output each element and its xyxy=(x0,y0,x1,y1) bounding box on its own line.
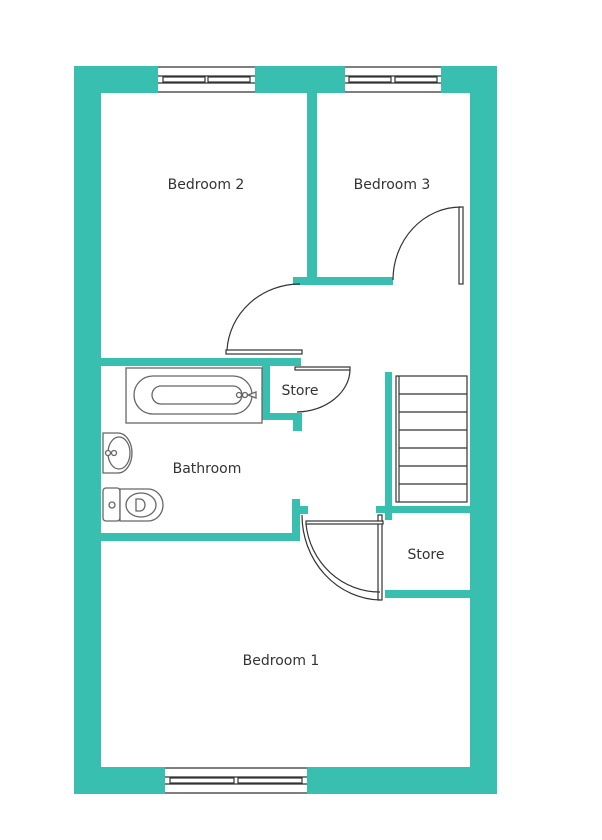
room-label-store-upper: Store xyxy=(281,383,318,399)
door-bedroom2[interactable] xyxy=(225,283,303,355)
window-bedroom2 xyxy=(158,66,255,93)
window-bedroom1 xyxy=(165,767,307,794)
room-label-store-lower: Store xyxy=(407,547,444,563)
door-bedroom3[interactable] xyxy=(392,206,464,285)
door-bedroom1[interactable] xyxy=(301,514,384,601)
room-label-bedroom3: Bedroom 3 xyxy=(354,177,431,193)
sink-icon xyxy=(102,432,133,474)
staircase xyxy=(395,375,468,503)
door-store-upper[interactable] xyxy=(294,366,351,413)
bathtub-icon xyxy=(125,367,263,424)
room-label-bedroom2: Bedroom 2 xyxy=(168,177,245,193)
window-bedroom3 xyxy=(345,66,441,93)
room-label-bathroom: Bathroom xyxy=(173,461,242,477)
toilet-icon xyxy=(102,487,164,522)
internal-walls xyxy=(101,93,470,598)
room-label-bedroom1: Bedroom 1 xyxy=(243,653,320,669)
